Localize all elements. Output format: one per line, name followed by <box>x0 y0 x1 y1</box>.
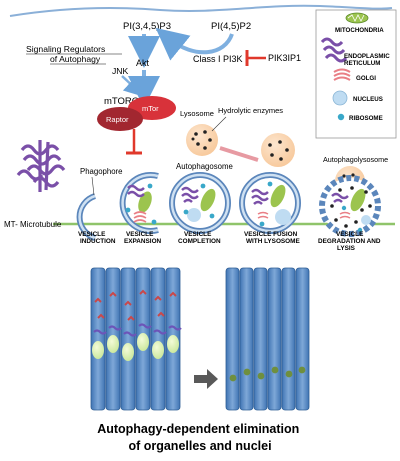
jnk-label: JNK <box>112 66 129 76</box>
raptor-blob <box>97 107 143 131</box>
phagophore-label: Phagophore <box>80 167 123 176</box>
autophagolysosome-label: Autophagolysosome <box>323 155 388 164</box>
fibers-before <box>90 267 182 411</box>
jnk-to-mtorc1-arrow <box>121 75 145 97</box>
akt-label: Akt <box>136 58 150 68</box>
vesicle-completion <box>169 172 231 234</box>
signaling-regulators-label: Signaling Regulators of Autophagy <box>26 44 108 64</box>
legend-label-golgi: GOLGI <box>356 75 376 82</box>
mtorc1-label: mTORC1 <box>104 96 144 107</box>
legend-label-nucleus: NUCLEUS <box>353 96 383 103</box>
fibers-after <box>225 267 310 411</box>
endoplasmic-reticulum-cluster <box>16 140 66 192</box>
legend-label-mitochondria: MITOCHONDRIA <box>335 27 384 34</box>
autophagosome-label: Autophagosome <box>176 162 233 171</box>
golgi-icon <box>333 68 351 81</box>
enzymes-pointer <box>211 116 227 132</box>
legend-label-ribosome: RIBOSOME <box>349 115 383 122</box>
vesicle-fusion <box>239 172 301 234</box>
cell-membrane <box>9 4 393 17</box>
lysosome-approaching <box>261 133 295 167</box>
transition-arrow <box>194 369 218 389</box>
nucleus-icon <box>332 90 348 106</box>
mitochondria-icon <box>345 12 369 24</box>
er-icon <box>320 37 348 63</box>
class1-pi3k-label: Class I PI3K <box>193 54 243 64</box>
mtor-label: mTor <box>142 104 159 113</box>
vesicle-expansion <box>119 172 159 234</box>
ribosome-icon <box>337 113 345 121</box>
vesicle-degradation <box>319 175 381 237</box>
lysosome <box>186 124 218 156</box>
raptor-label: Raptor <box>106 115 129 124</box>
pik3ip1-label: PIK3IP1 <box>268 53 301 63</box>
lysosome-approaching-enzymes <box>268 140 289 161</box>
lysosome-enzymes <box>191 130 212 150</box>
lysosome-label: Lysosome <box>180 109 214 118</box>
microtubule-label: MT- Microtubule <box>4 220 62 229</box>
hydrolytic-enzymes-label: Hydrolytic enzymes <box>218 106 283 115</box>
bottom-caption: Autophagy-dependent elimination of organ… <box>97 422 303 453</box>
lysosome-move-arrow <box>219 146 259 162</box>
pip2-label: PI(4,5)P2 <box>211 21 251 32</box>
pi3k-conversion-arrow <box>155 27 234 61</box>
pip3-label: PI(3,4,5)P3 <box>123 21 171 32</box>
